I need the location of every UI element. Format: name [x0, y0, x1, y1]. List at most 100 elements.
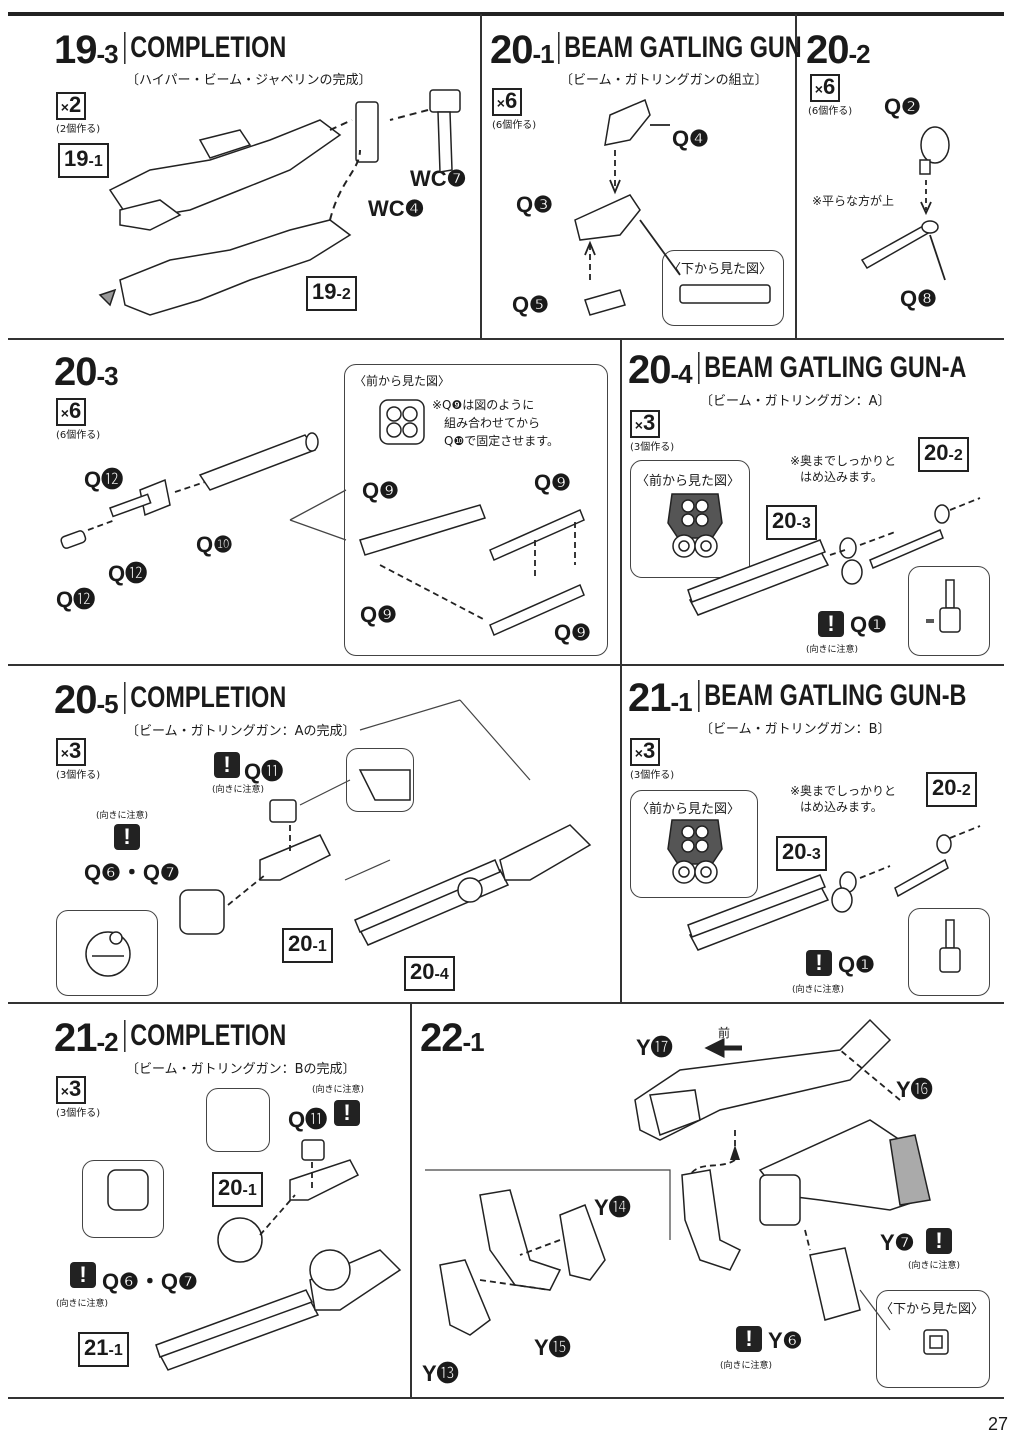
ref-20-3: 20-3: [776, 836, 827, 871]
front-direction-label: 前: [718, 1026, 731, 1040]
step-number: 21-1: [628, 676, 693, 720]
ref-major: 20: [782, 839, 807, 864]
step-number: 21-2: [54, 1018, 119, 1058]
qty-value: 3: [68, 1076, 82, 1101]
qty-value: 6: [68, 398, 82, 423]
part-label: Q❽: [900, 286, 937, 311]
caution-note: (向きに注意): [908, 1261, 961, 1271]
ref-20-2: 20-2: [926, 772, 977, 807]
ref-20-2: 20-2: [918, 437, 969, 472]
exclamation-icon: !: [736, 1326, 762, 1352]
drum-callout-diagram: [85, 931, 131, 977]
step-subtitle: 〔ビーム・ガトリングガン：Aの完成〕: [126, 724, 356, 739]
caution-note: (向きに注意): [96, 811, 149, 821]
barrel-b-front-view-diagram: [667, 819, 723, 884]
part-label: Q❺: [512, 292, 549, 317]
divider: [795, 14, 797, 338]
multiply-box-icon: ×6: [492, 88, 522, 116]
javelin-assembly-diagram: [98, 89, 461, 316]
step-minor: -2: [96, 1027, 119, 1057]
step-major: 20: [54, 350, 97, 394]
step-title: BEAM GATLING GUN-B: [698, 680, 966, 712]
note-text: 組み合わせてから: [444, 416, 541, 430]
note-text: ※Q❾は図のように: [432, 398, 535, 412]
part-label: Y⓰: [896, 1077, 933, 1102]
exclamation-icon: !: [70, 1262, 96, 1288]
step-title: COMPLETION: [124, 682, 286, 714]
part-label: Q⓫: [288, 1107, 328, 1132]
step-number: 22-1: [420, 1016, 485, 1060]
ref-minor: -1: [312, 938, 327, 955]
part-label: Y⓱: [636, 1035, 673, 1060]
qty-note: (3個作る): [630, 442, 675, 453]
callout-side-view: [206, 1088, 270, 1152]
ref-major: 19: [64, 146, 89, 171]
callout-title: 〈前から見た図〉: [636, 802, 741, 817]
divider: [8, 1397, 1004, 1399]
callout-pointer: [289, 489, 347, 541]
step-major: 19: [54, 28, 97, 72]
part-label: Q❿: [196, 532, 233, 557]
exclamation-icon: !: [806, 950, 832, 976]
note-text: Q❿で固定させます。: [444, 434, 560, 448]
part-label: Q❶: [850, 612, 887, 637]
step-major: 21: [628, 676, 671, 720]
caution-note: (向きに注意): [720, 1361, 773, 1371]
page-frame: [8, 12, 1004, 1403]
part-label: Y⓭: [422, 1361, 459, 1386]
divider: [8, 1002, 1004, 1004]
q9-combination-diagram: [359, 399, 585, 637]
step-minor: -4: [670, 359, 693, 389]
ref-minor: -1: [108, 1342, 123, 1359]
part-label: WC❼: [410, 166, 467, 191]
ref-20-3: 20-3: [766, 505, 817, 540]
ref-major: 21: [84, 1335, 109, 1360]
ref-minor: -4: [434, 966, 449, 983]
qty-value: 3: [642, 738, 656, 763]
callout-title: 〈下から見た図〉: [668, 262, 773, 277]
part-label: Q⓫: [244, 759, 284, 784]
qty-note: (6個作る): [492, 120, 537, 131]
step-major: 22: [420, 1016, 463, 1060]
part-label: Q⓬: [56, 587, 96, 612]
gatling-b-completion-diagram: [107, 1139, 402, 1371]
ref-21-1: 21-1: [78, 1332, 129, 1367]
ref-major: 20: [288, 931, 313, 956]
ref-major: 19: [312, 279, 337, 304]
caution-note: (向きに注意): [212, 785, 265, 795]
barrel-front-view-diagram: [667, 493, 723, 558]
arm-assembly-diagram: [425, 1018, 931, 1336]
part-label: Q⓬: [84, 467, 124, 492]
part-label: Q❶: [838, 952, 875, 977]
step-number: 20-3: [54, 350, 119, 394]
ref-20-4: 20-4: [404, 956, 455, 991]
part-label: Q⓬: [108, 561, 148, 586]
ref-major: 20: [924, 440, 949, 465]
exclamation-icon: !: [214, 752, 240, 778]
ref-19-1: 19-1: [58, 143, 109, 178]
step-major: 20: [628, 348, 671, 392]
step-number: 20-4: [628, 348, 693, 392]
exclamation-icon: !: [818, 611, 844, 637]
caution-note: (向きに注意): [56, 1299, 109, 1309]
note-text: ※奥までしっかりと: [790, 454, 897, 468]
step-title: COMPLETION: [124, 1020, 286, 1052]
part-label: Q❾: [362, 478, 399, 503]
ref-minor: -3: [806, 846, 821, 863]
gatling-b-assembly-diagram: [687, 825, 981, 951]
step-minor: -1: [532, 39, 555, 69]
part-label: WC❹: [368, 196, 425, 221]
caution-note: (向きに注意): [312, 1085, 365, 1095]
step-number: 20-1: [490, 30, 555, 70]
part-label: Y⓮: [594, 1195, 631, 1220]
ref-minor: -3: [796, 515, 811, 532]
step-title: BEAM GATLING GUN-A: [698, 352, 966, 384]
note-text: はめ込みます。: [800, 800, 883, 814]
multiply-box-icon: ×3: [630, 410, 660, 438]
ref-20-1: 20-1: [212, 1172, 263, 1207]
part-label: Q❷: [884, 94, 921, 119]
gatling-a-completion-diagram: [179, 699, 592, 946]
step-subtitle: 〔ハイパー・ビーム・ジャベリンの完成〕: [126, 73, 372, 88]
step-minor: -1: [462, 1027, 485, 1057]
divider: [620, 664, 622, 1002]
